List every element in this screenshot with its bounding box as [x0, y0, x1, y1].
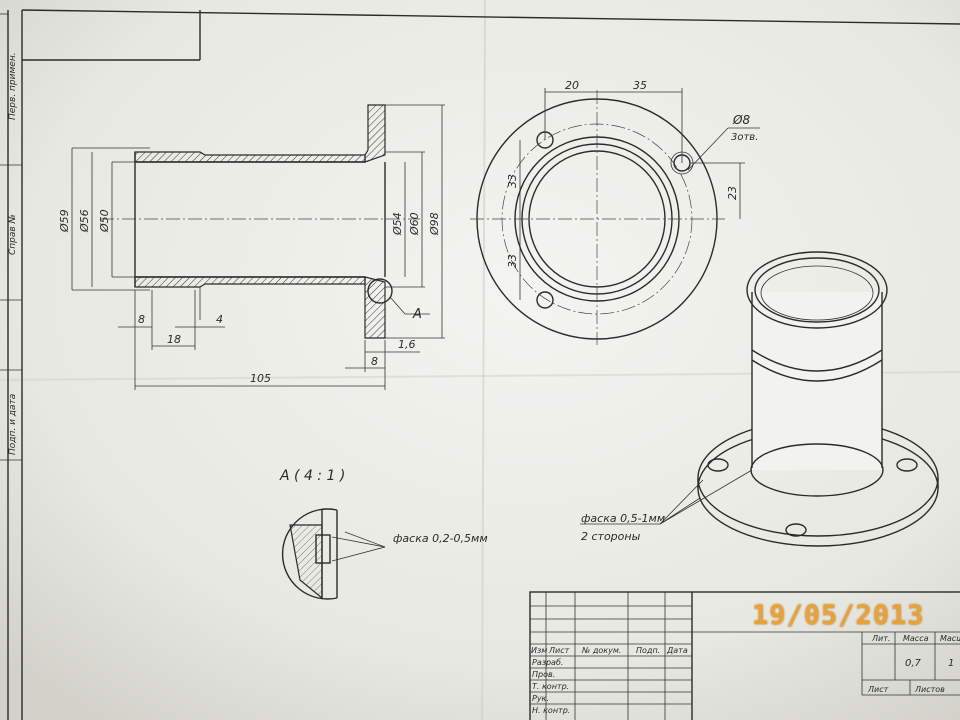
- margin-label: Подп. и дата: [8, 394, 18, 455]
- dim-d56: Ø56: [78, 209, 91, 233]
- dim-w35: 35: [633, 79, 647, 92]
- detail-a-marker: [367, 278, 393, 304]
- tb-mass-label: Масса: [903, 634, 929, 643]
- iso-chamfer-note: фаска 0,5-1мм: [581, 512, 665, 525]
- dim-d60: Ø60: [408, 212, 421, 236]
- tb-row-label: Т. контр.: [532, 682, 569, 691]
- hole-note-diameter: Ø8: [732, 113, 750, 127]
- dim-d50: Ø50: [98, 209, 111, 233]
- dim-l18: 18: [167, 333, 181, 346]
- dim-w20: 20: [565, 79, 579, 92]
- dim-t1-6: 1,6: [398, 338, 416, 351]
- tb-row-label: Пров.: [532, 670, 555, 679]
- dim-l4: 4: [216, 313, 223, 326]
- dim-d54: Ø54: [391, 212, 404, 236]
- tb-row-label: Рук.: [532, 694, 549, 703]
- flange-view: 20 35 33 33 23 Ø8 3отв.: [470, 79, 760, 345]
- tb-lit-label: Лит.: [871, 634, 890, 643]
- tb-mass-value: 0,7: [905, 658, 922, 669]
- tb-scale-label: Масш: [940, 634, 960, 643]
- title-block: Изм Лист № докум. Подп. Дата Разраб. Про…: [529, 591, 960, 720]
- margin-label: Перв. примен.: [8, 52, 18, 120]
- margin-labels: Перв. примен. Справ № Подп. и дата: [8, 52, 18, 455]
- detail-a: A ( 4 : 1 ) фаска 0,2-0,5мм: [279, 468, 488, 600]
- bolt-hole: [536, 291, 554, 309]
- tb-header-izm: Изм: [531, 646, 547, 655]
- tb-header-doc: № докум.: [581, 646, 621, 655]
- camera-date-stamp: 19/05/2013: [752, 600, 925, 631]
- drawing-frame: [0, 9, 960, 720]
- dim-d98: Ø98: [428, 212, 441, 236]
- dim-t8: 8: [371, 355, 378, 368]
- iso-chamfer-sides: 2 стороны: [581, 530, 641, 543]
- tb-scale-value: 1: [948, 658, 954, 669]
- dim-d59: Ø59: [58, 209, 71, 233]
- dim-l8: 8: [138, 313, 145, 326]
- tb-header-sign: Подп.: [636, 646, 660, 655]
- tb-row-label: Н. контр.: [532, 706, 570, 715]
- isometric-view: фаска 0,5-1мм 2 стороны: [580, 251, 939, 547]
- tb-sheet-label: Лист: [867, 685, 889, 694]
- margin-label: Справ №: [8, 214, 18, 255]
- dim-l105: 105: [250, 372, 271, 385]
- hole-note-count: 3отв.: [731, 132, 758, 143]
- tb-header-list: Лист: [548, 646, 570, 655]
- section-view: A Ø59 Ø56 Ø50 Ø54 Ø60 Ø98 8: [58, 104, 445, 390]
- tb-header-date: Дата: [666, 646, 688, 655]
- tb-sheets-label: Листов: [914, 685, 945, 694]
- detail-title: A ( 4 : 1 ): [279, 468, 345, 484]
- dim-h33a: 33: [506, 174, 519, 188]
- detail-chamfer-note: фаска 0,2-0,5мм: [393, 532, 488, 545]
- detail-callout-label: A: [412, 307, 422, 322]
- dim-h23: 23: [726, 186, 739, 200]
- dim-h33b: 33: [506, 254, 519, 268]
- tb-row-label: Разраб.: [532, 658, 563, 667]
